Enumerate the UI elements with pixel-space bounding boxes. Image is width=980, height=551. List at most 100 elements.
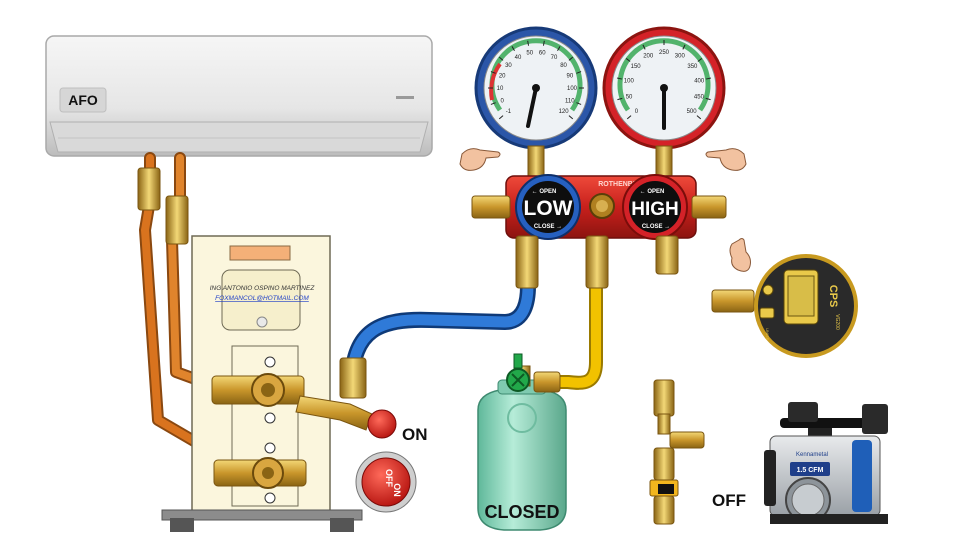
high-gauge-scale-label: 350 [687,64,698,70]
digital-vacuum-gauge: CPS VG200 UNITS [711,254,858,358]
low-gauge-scale-label: 20 [499,74,506,80]
refrigerant-tank: CLOSED [477,379,567,531]
on-off-knob[interactable]: OFF ON [355,451,417,513]
tank-state-label: CLOSED [484,502,559,522]
high-side-knob[interactable]: HIGH ← OPEN CLOSE → [622,174,688,240]
pointing-hand-icon [459,148,501,171]
high-gauge-scale-label: 0 [635,109,639,115]
author-name: ING ANTONIO OSPINO MARTINEZ [210,285,316,292]
svg-text:CLOSE →: CLOSE → [534,224,562,230]
pump-brand: Kennametal [796,452,828,458]
high-gauge-tick [682,44,686,50]
high-gauge-tick [626,115,632,120]
high-gauge-scale-label: 400 [694,79,705,85]
units-button-label: UNITS [765,328,770,340]
svg-text:← OPEN: ← OPEN [640,189,665,195]
high-label: HIGH [631,199,679,220]
hoses [344,278,603,392]
digital-gauge-brand: CPS [827,285,839,308]
digital-gauge-model: VG200 [834,314,840,330]
units-button[interactable] [759,307,775,319]
high-gauge-tick [616,77,623,80]
flare-nut-icon [137,167,189,245]
knob-text-on: ON [392,483,402,497]
high-gauge-tick [696,115,702,120]
screw-icon [264,412,276,424]
low-gauge-tick [557,46,561,52]
high-gauge-tick [617,97,623,101]
pointing-hand-icon [705,148,747,171]
screw-icon [264,356,276,368]
low-gauge-scale-label: 90 [566,74,573,80]
high-gauge-scale-label: 100 [624,79,635,85]
low-gauge-scale-label: 70 [551,55,558,61]
low-gauge-scale-label: 30 [505,63,512,69]
vacuum-pump-valve[interactable] [649,379,705,525]
high-gauge-tick [705,77,712,80]
power-button-icon[interactable] [762,284,774,296]
high-gauge-scale-label: 300 [675,54,686,60]
high-gauge-scale-label: 500 [687,109,698,115]
vacuum-valve-state-label: OFF [712,491,746,510]
high-gauge-tick [697,58,703,62]
low-gauge-tick [490,71,496,74]
high-open-label: OPEN [647,189,664,195]
low-gauge-tick [511,46,515,52]
low-gauge-tick [568,56,574,61]
svg-text:← OPEN: ← OPEN [532,189,557,195]
screw-icon [264,492,276,504]
low-gauge-scale-label: 110 [565,98,575,104]
low-gauge-scale-label: 80 [560,63,567,69]
low-gauge-tick [576,102,582,105]
low-gauge-scale-label: 60 [539,51,546,57]
indoor-unit-badge [59,87,107,113]
tank-valve[interactable] [506,353,561,393]
low-gauge-scale-label: 40 [515,55,522,61]
low-gauge-tick [490,102,496,105]
low-gauge-tick [568,115,574,120]
pointing-hand-icon [729,238,751,272]
high-gauge-scale-label: 200 [643,54,654,60]
screw-icon [256,316,268,328]
indoor-unit-label: AFO [68,92,98,108]
low-gauge-scale-label: 100 [567,86,578,92]
high-gauge-scale-label: 50 [626,95,633,101]
low-side-knob[interactable]: LOW ← OPEN CLOSE → [515,174,581,240]
knob-text-off: OFF [384,469,394,487]
low-port-fitting [515,235,539,289]
low-gauge-tick [527,40,530,46]
low-gauge-scale-label: 120 [559,109,570,115]
high-gauge-tick [705,97,711,101]
low-gauge-needle [526,86,538,128]
low-gauge-tick [498,56,504,61]
high-gauge-scale-label: 450 [694,95,705,101]
svg-text:CLOSE →: CLOSE → [642,224,670,230]
quick-coupler-valve[interactable] [295,357,397,439]
high-gauge-tick [642,44,646,50]
quick-valve-state-label: ON [402,425,428,444]
suction-service-valve[interactable] [211,356,305,424]
low-open-label: OPEN [539,189,556,195]
low-gauge-scale-label: 50 [526,51,533,57]
low-gauge-scale-label: -1 [506,109,512,115]
high-gauge-scale-label: 150 [631,64,642,70]
author-email[interactable]: FOXMANCOL@HOTMAIL.COM [215,295,309,302]
low-gauge-tick [542,40,545,46]
center-port-fitting [585,235,609,289]
vacuum-pump: 1.5 CFM Kennametal [764,402,888,524]
brand-mark-icon [396,96,414,99]
valve-knob-on-icon[interactable] [367,409,397,439]
liquid-service-valve[interactable] [213,442,307,504]
low-gauge-tick [576,71,582,74]
pump-capacity-badge: 1.5 CFM [797,467,824,474]
low-gauge-scale-label: 10 [497,86,504,92]
screw-icon [264,442,276,454]
low-gauge-tick [498,115,504,120]
manifold-brand: ROTHENBERGER [598,181,658,188]
indoor-unit: AFO [45,35,433,157]
high-port-fitting [655,235,679,275]
